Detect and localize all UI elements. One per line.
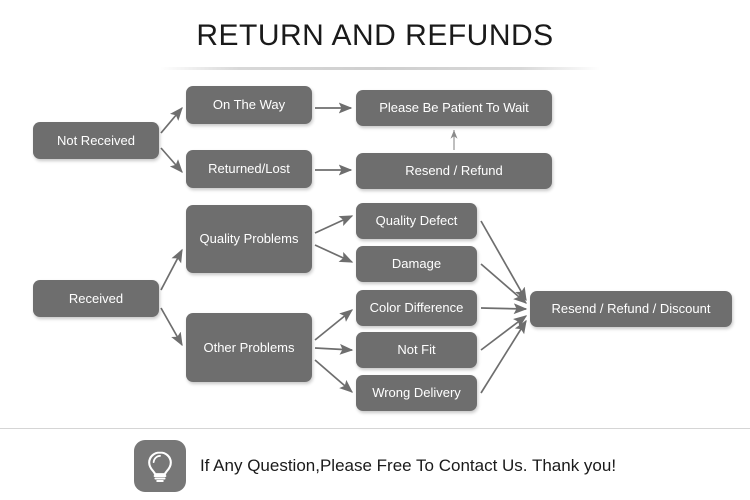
lightbulb-icon xyxy=(133,440,186,492)
edge-wrong-delivery-final xyxy=(480,319,527,394)
node-received[interactable]: Received xyxy=(33,280,159,317)
node-color-difference[interactable]: Color Difference xyxy=(356,290,477,326)
edge-other-problems-wrong-delivery xyxy=(314,359,354,393)
node-resend-refund[interactable]: Resend / Refund xyxy=(356,153,552,189)
node-label: On The Way xyxy=(212,97,286,112)
footer-text: If Any Question,Please Free To Contact U… xyxy=(199,456,617,475)
edge-quality-problems-quality-defect xyxy=(314,215,354,234)
node-label: Damage xyxy=(391,256,442,271)
node-please-be-patient-to-wait[interactable]: Please Be Patient To Wait xyxy=(356,90,552,126)
node-on-the-way[interactable]: On The Way xyxy=(186,86,312,124)
title-divider xyxy=(160,67,600,70)
node-label: Received xyxy=(68,290,124,306)
node-resend-refund-discount[interactable]: Resend / Refund / Discount xyxy=(530,291,732,327)
node-label: Color Difference xyxy=(369,300,464,315)
edge-color-difference-final xyxy=(480,303,528,315)
node-label: Wrong Delivery xyxy=(372,385,461,400)
edge-quality-problems-damage xyxy=(314,244,354,263)
edge-other-problems-not-fit xyxy=(314,343,354,355)
node-label: Please Be Patient To Wait xyxy=(379,100,529,115)
node-quality-defect[interactable]: Quality Defect xyxy=(356,203,477,239)
node-label: Resend / Refund xyxy=(405,163,503,178)
edge-damage-final xyxy=(480,263,528,304)
node-not-received[interactable]: Not Received xyxy=(33,122,159,159)
page-title: RETURN AND REFUNDS xyxy=(196,19,554,52)
node-label: Not Fit xyxy=(397,342,436,357)
node-other-problems[interactable]: Other Problems xyxy=(186,313,312,382)
edge-received-other-problems xyxy=(160,307,183,347)
node-returned-lost[interactable]: Returned/Lost xyxy=(186,150,312,188)
footer-divider xyxy=(0,428,750,429)
footer: If Any Question,Please Free To Contact U… xyxy=(0,432,750,500)
edge-other-problems-color-difference xyxy=(314,309,354,341)
node-wrong-delivery[interactable]: Wrong Delivery xyxy=(356,375,477,411)
node-label: Other Problems xyxy=(203,339,295,355)
node-not-fit[interactable]: Not Fit xyxy=(356,332,477,368)
edge-not-fit-final xyxy=(480,315,528,351)
edge-not-received-returned-lost xyxy=(160,147,183,174)
node-label: Not Received xyxy=(56,132,136,148)
node-label: Returned/Lost xyxy=(208,161,290,176)
edge-quality-defect-final xyxy=(480,220,527,302)
node-label: Quality Defect xyxy=(375,213,458,228)
edge-received-quality-problems xyxy=(160,248,183,291)
node-label: Resend / Refund / Discount xyxy=(551,301,711,316)
node-damage[interactable]: Damage xyxy=(356,246,477,282)
node-label: Quality Problems xyxy=(199,231,299,246)
edge-not-received-on-the-way xyxy=(160,106,183,134)
node-quality-problems[interactable]: Quality Problems xyxy=(186,205,312,273)
